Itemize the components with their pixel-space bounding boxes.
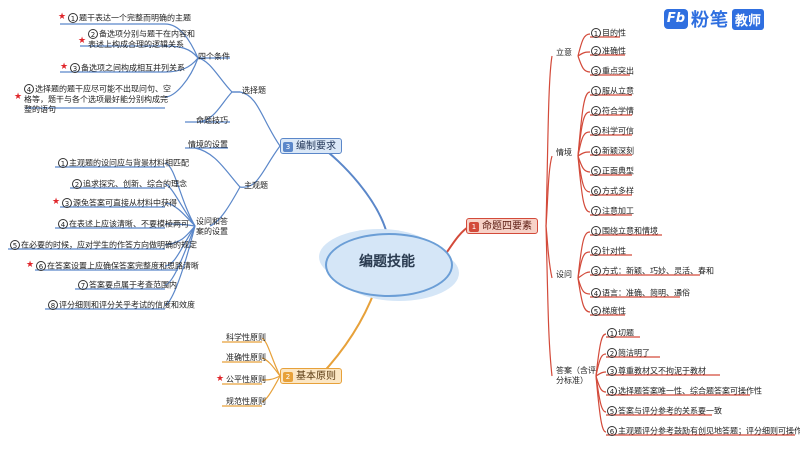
star-icon: ★: [216, 374, 225, 384]
question-label: 设问: [556, 270, 572, 279]
intent-label: 立意: [556, 48, 572, 57]
compile-badge: 3: [283, 141, 293, 152]
context-label: 情境: [556, 148, 572, 157]
elements-badge: 1: [469, 221, 479, 232]
four-conditions-label: 四个条件: [198, 52, 230, 61]
star-icon: ★: [26, 260, 35, 270]
star-icon: ★: [60, 62, 69, 72]
qa-label: 设问和答案的设置: [196, 217, 228, 236]
fb-logo-icon: Fb: [664, 9, 688, 29]
elements-title: 命题四要素: [482, 221, 532, 232]
skill-label: 命题技巧: [196, 116, 228, 125]
brand-logo: Fb 粉笔 教师: [664, 7, 765, 31]
principle-item: 准确性原则: [226, 353, 266, 362]
choice-label: 选择题: [242, 86, 266, 95]
principle-item: 规范性原则: [226, 397, 266, 406]
star-icon: ★: [78, 36, 87, 46]
central-topic: 编题技能: [359, 254, 415, 270]
principles-title: 基本原则: [296, 371, 336, 382]
principle-item: 科学性原则: [226, 333, 266, 342]
principles-badge: 2: [283, 371, 293, 382]
answer-label: 答案（含评分标准）: [556, 366, 596, 385]
star-icon: ★: [58, 12, 67, 22]
principle-item: 公平性原则: [226, 375, 266, 384]
compile-title: 编制要求: [296, 141, 336, 152]
star-icon: ★: [14, 92, 23, 102]
star-icon: ★: [52, 197, 61, 207]
central-cloud-node: [325, 233, 453, 297]
brand-tag: 教师: [732, 8, 765, 30]
brand-name: 粉笔: [691, 10, 729, 31]
scenario-label: 情境的设置: [188, 140, 228, 149]
subjective-label: 主观题: [244, 181, 268, 190]
